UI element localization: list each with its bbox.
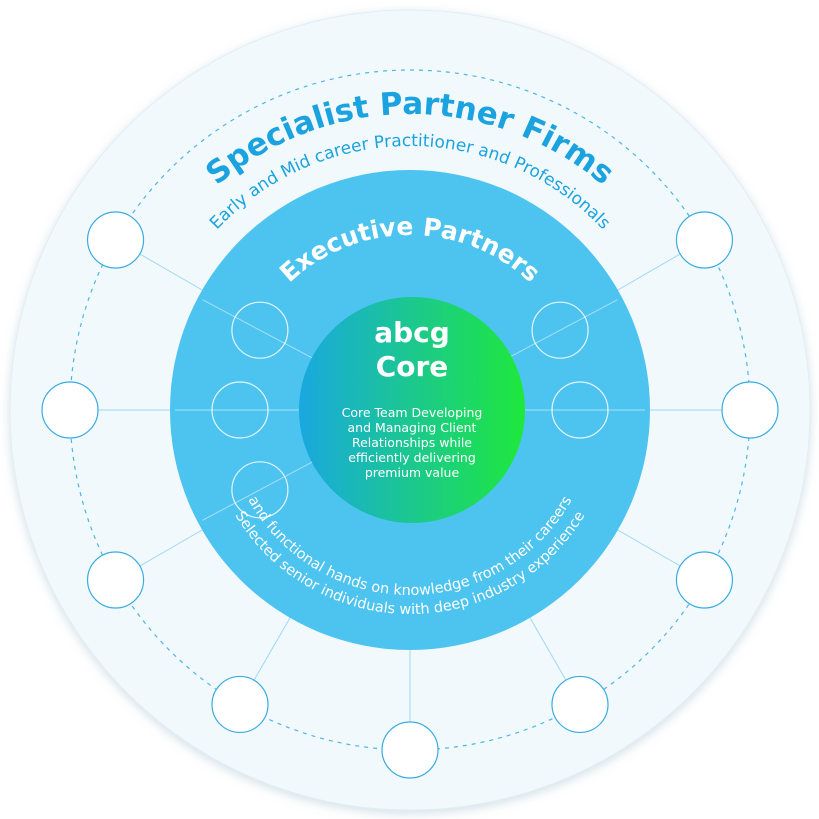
middle-spoke: [202, 461, 314, 521]
core-title-line-1: abcg: [374, 316, 450, 349]
core-title-line-2: Core: [376, 350, 449, 383]
outer-ring-nodes: [41, 211, 779, 779]
outer-node: [86, 551, 145, 609]
middle-spoke: [506, 299, 618, 359]
core-description-line: Relationships while: [352, 435, 472, 450]
outer-node: [551, 675, 609, 734]
outer-node: [211, 675, 269, 734]
outer-node: [41, 381, 99, 439]
middle-node: [231, 461, 289, 519]
outer-node: [381, 721, 439, 779]
middle-ring-spokes: [175, 299, 645, 521]
outer-node: [675, 551, 734, 609]
middle-node: [531, 301, 589, 359]
middle-ring-nodes: [211, 301, 609, 519]
middle-node: [211, 381, 269, 439]
core-disc: [299, 297, 525, 523]
middle-spoke: [202, 299, 314, 359]
outer-node: [86, 211, 145, 269]
core-description-line: and Managing Client: [348, 420, 477, 435]
core-description-line: efficiently delivering: [348, 450, 476, 465]
middle-node: [551, 381, 609, 439]
outer-node: [721, 381, 779, 439]
outer-node: [675, 211, 734, 269]
middle-node: [231, 301, 289, 359]
core-description-line: premium value: [365, 465, 460, 480]
core-description-line: Core Team Developing: [342, 405, 483, 420]
